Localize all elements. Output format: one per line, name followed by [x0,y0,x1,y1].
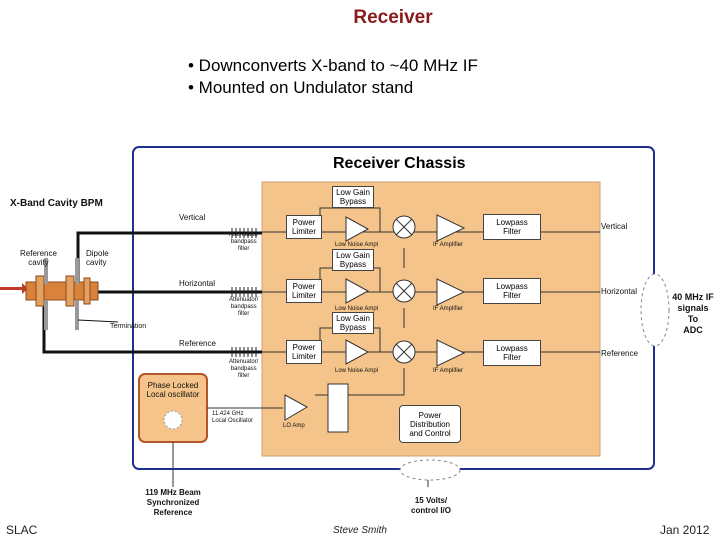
bullet-item: • Downconverts X-band to ~40 MHz IF [188,56,478,75]
attenuator-marks [231,228,257,357]
lna-label: Low Noise Ampl [335,306,379,312]
output-connectors [640,273,670,347]
lo-splitter [327,383,349,433]
termination-label: Termination [110,323,147,330]
power-connector [399,459,461,481]
footer-right: Jan 2012 [660,523,710,537]
chassis-title: Receiver Chassis [333,155,466,172]
footer-center: Steve Smith [333,525,387,536]
bpm-title: X-Band Cavity BPM [10,198,103,209]
power-io-label: 15 Volts/control I/O [411,496,451,515]
bullet-list: • Downconverts X-band to ~40 MHz IF • Mo… [188,55,478,99]
output-label-horizontal: Horizontal [601,287,638,296]
input-label-vertical: Vertical [179,213,206,222]
mixers [392,215,416,364]
input-label-horizontal: Horizontal [179,279,216,288]
lna-amplifiers [345,216,370,365]
if-amp-label: IF Amplifier [433,306,464,312]
if-amp-label: IF Amplifier [433,242,464,248]
lna-label: Low Noise Ampl [335,368,379,374]
slide-title: Receiver [353,7,433,28]
output-label-reference: Reference [601,349,638,358]
plo-oscillator-circle [163,410,183,430]
if-amplifiers [436,214,466,367]
footer-left: SLAC [6,523,38,537]
lo-amp-label: LO Amp [283,423,305,429]
output-label-vertical: Vertical [601,222,628,231]
if-amp-label: IF Amplifier [433,368,464,374]
lna-label: Low Noise Ampl [335,242,379,248]
bpm-assembly [0,258,119,330]
lo-amp-triangle [284,394,309,421]
bullet-item: • Mounted on Undulator stand [188,78,414,97]
input-label-reference: Reference [179,339,216,348]
